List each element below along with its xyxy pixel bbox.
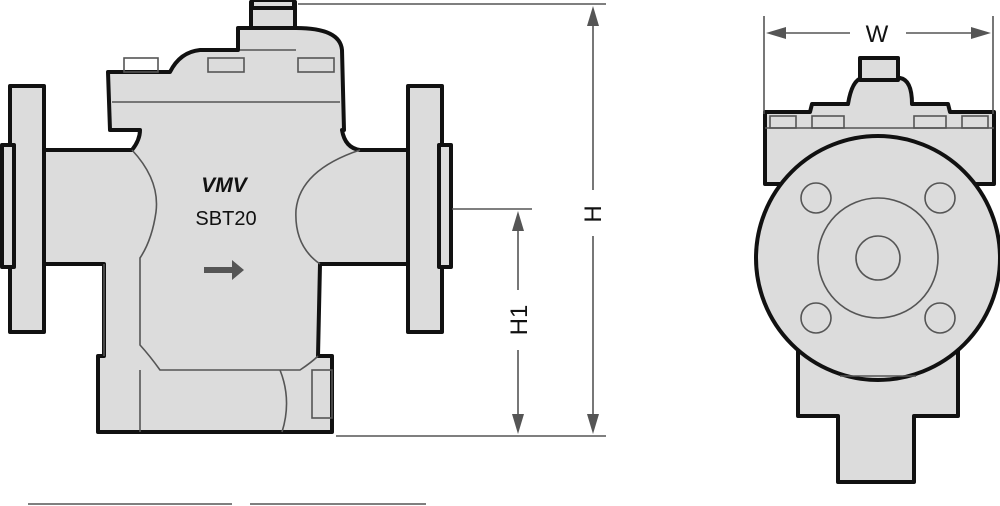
- right-flange: [406, 84, 444, 334]
- bolt-hole-tr: [924, 182, 956, 214]
- body-contour-left: [131, 149, 319, 371]
- flow-arrow-icon: [204, 260, 244, 280]
- brand-mark: VMV: [201, 174, 249, 197]
- side-view: [754, 56, 1000, 484]
- h-arrow-bottom-icon: [587, 414, 599, 434]
- model-label: SBT20: [195, 208, 256, 230]
- h1-arrow-top-icon: [512, 211, 524, 231]
- side-plug: [858, 56, 900, 82]
- dim-w-label: W: [866, 21, 889, 48]
- valve-body: [42, 26, 410, 434]
- right-flange-face: [437, 143, 453, 269]
- dim-h-label: H: [580, 205, 607, 222]
- left-flange-face: [0, 143, 16, 269]
- side-bolt-4: [961, 115, 989, 129]
- side-raised-face: [817, 197, 939, 319]
- bolt-hole-tl: [800, 182, 832, 214]
- w-arrow-right-icon: [971, 27, 991, 39]
- side-bolt-3: [913, 115, 947, 129]
- bolt-right: [297, 57, 335, 73]
- top-plug-cap: [250, 0, 296, 10]
- side-flange-disc: [754, 134, 1000, 382]
- bolt-mid: [207, 57, 245, 73]
- h-arrow-top-icon: [587, 6, 599, 26]
- front-view: VMV SBT20: [0, 0, 453, 434]
- dim-h1-label: H1: [506, 305, 533, 336]
- h1-arrow-bottom-icon: [512, 414, 524, 434]
- drain-plug: [311, 369, 333, 419]
- bolt-hole-br: [924, 302, 956, 334]
- dimension-lines: H H1 W: [28, 3, 994, 505]
- side-bolt-2: [811, 115, 845, 129]
- side-bolt-1: [769, 115, 797, 129]
- side-bore: [855, 235, 901, 281]
- bolt-left: [123, 57, 159, 73]
- bolt-hole-bl: [800, 302, 832, 334]
- drain-contour: [279, 369, 288, 433]
- w-arrow-left-icon: [766, 27, 786, 39]
- body-contour-right: [295, 149, 361, 265]
